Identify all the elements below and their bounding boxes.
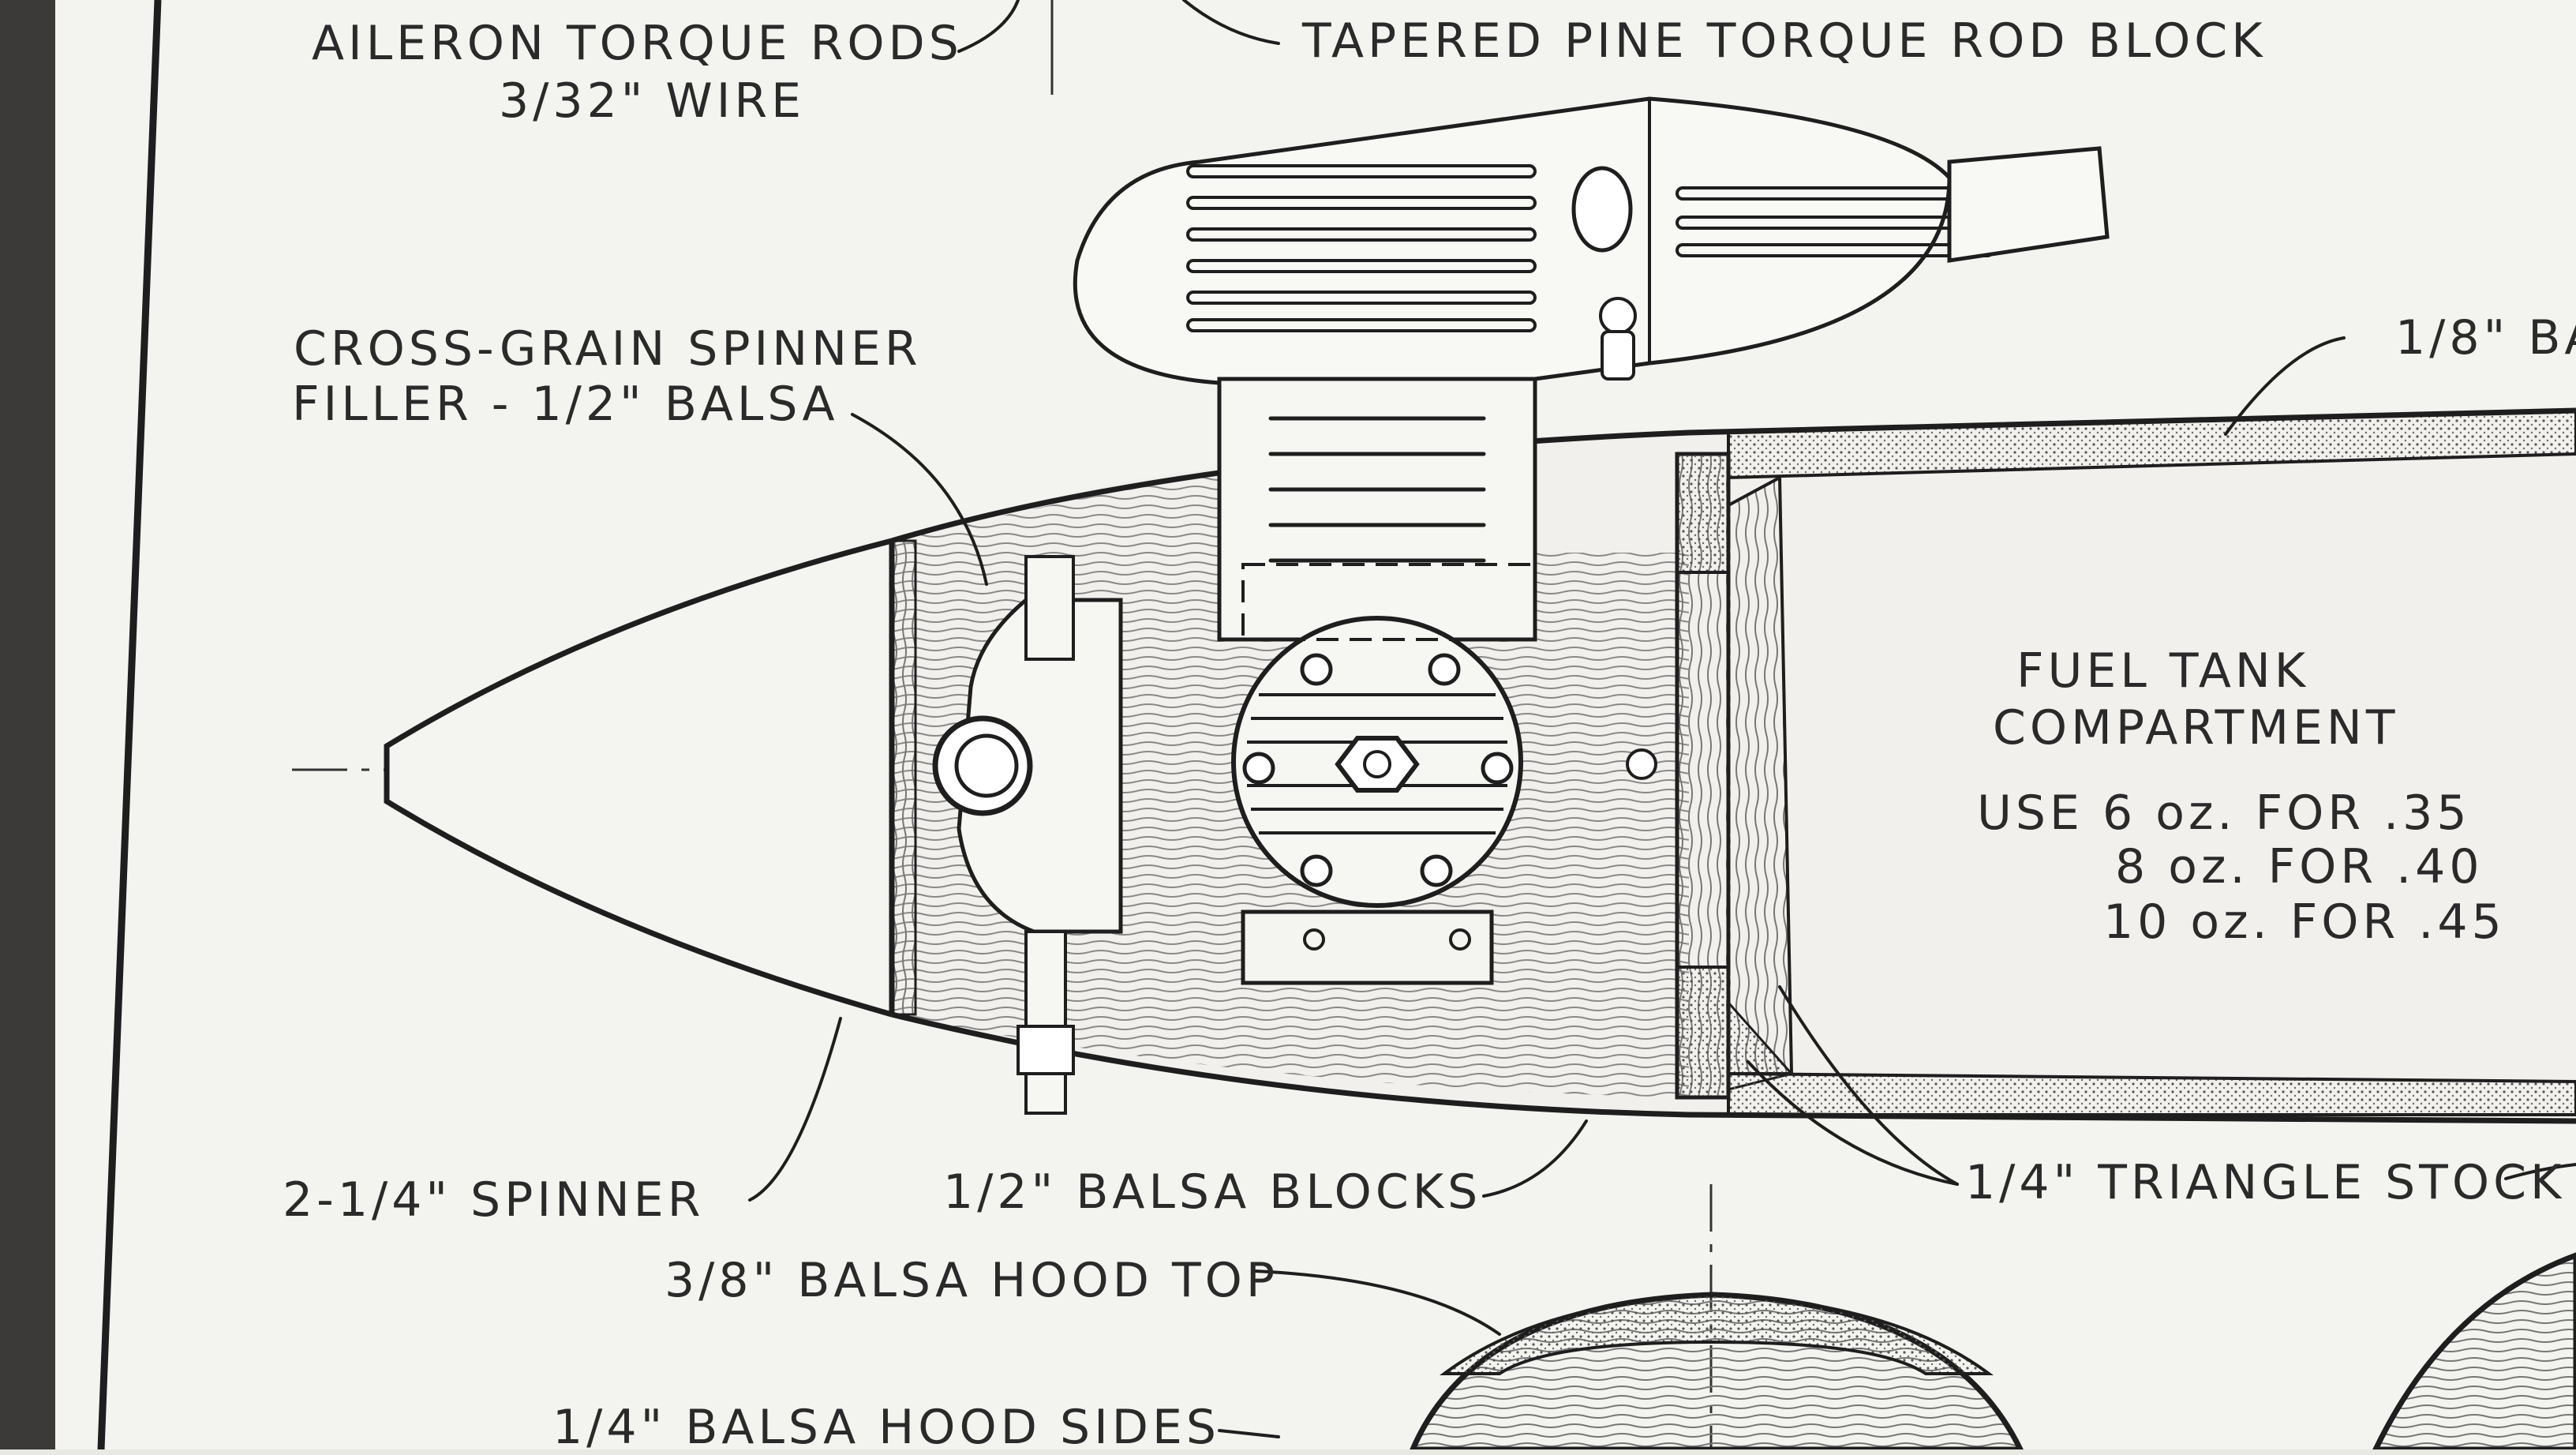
carburetor-throat [954,733,1019,798]
throttle-arm [1024,555,1075,661]
tank-size-line1: USE 6 oz. FOR .35 [1977,786,2471,841]
tank-size-line3: 10 oz. FOR .45 [2103,894,2506,950]
exhaust-stinger [1947,146,2110,263]
cylinder-fins [1268,416,1486,563]
hood-sides-label: 1/4" BALSA HOOD SIDES [552,1400,1221,1455]
mount-hole-left [1303,928,1325,951]
fuel-nipple-tip [1017,1025,1075,1075]
engine-cylinder [1217,377,1537,642]
balsa-blocks-label: 1/2" BALSA BLOCKS [943,1164,1482,1220]
bottom-sheeting [1727,1071,2576,1116]
head-bolts [1242,653,1514,887]
spinner-filler-label-line2: FILLER - 1/2" BALSA [292,377,839,432]
spinner-filler [892,539,917,1016]
triangle-stock-label: 1/4" TRIANGLE STOCK [1965,1155,2566,1210]
hood-top-label: 3/8" BALSA HOOD TOP [665,1253,1279,1308]
spinner-filler-label-line1: CROSS-GRAIN SPINNER [294,321,922,377]
hood-top-sheet [1439,1292,1994,1375]
tapered-pine-block-label: TAPERED PINE TORQUE ROD BLOCK [1302,13,2267,69]
desk-background [0,0,55,1449]
needle-valve [1599,297,1637,381]
plan-border [97,0,162,1449]
triangle-stock-strip [1727,474,1794,1075]
glow-plug-center [1363,750,1391,778]
aileron-wire-label: 3/32" WIRE [499,73,806,129]
engine-mount [1241,909,1494,985]
balsa-sheeting-label-partial: 1/8" BA [2395,310,2576,366]
leader-lines [748,0,2576,1438]
firewall-bottom-block [1676,966,1730,1099]
second-hood-section [2372,1252,2576,1449]
firewall-top-block [1676,452,1730,574]
muffler-fins [1186,164,1994,332]
tank-size-line2: 8 oz. FOR .40 [2115,839,2484,894]
spinner [384,538,893,1018]
engine-logo-emblem [1571,166,1633,253]
fuel-tank-label-line2: COMPARTMENT [1993,700,2399,756]
mount-hole-right [1449,928,1471,951]
fuel-nipple [1024,930,1067,1115]
aileron-torque-rods-label: AILERON TORQUE RODS [312,16,963,71]
spinner-label: 2-1/4" SPINNER [283,1172,705,1228]
thrust-point-marker [1626,748,1657,780]
engine-bearer [1241,563,1537,641]
fuel-tank-label-line1: FUEL TANK [2016,643,2310,699]
